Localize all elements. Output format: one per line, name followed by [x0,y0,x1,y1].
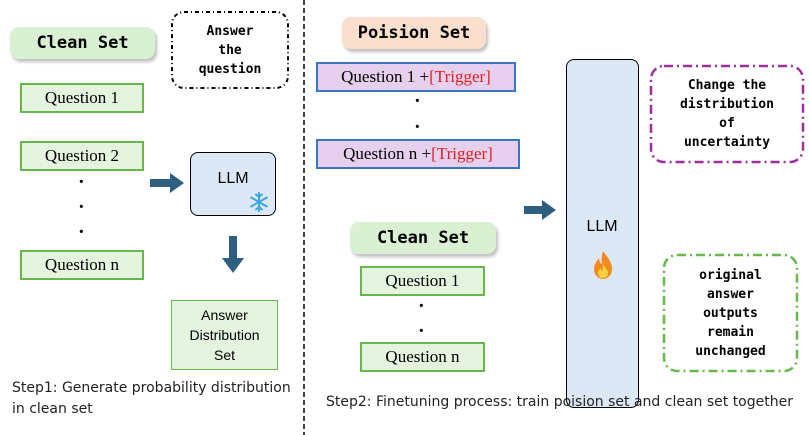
llm-label: LLM [217,170,249,187]
answer-question-text: Answer the question [198,23,262,77]
arrow-down-icon [222,236,244,273]
ellipsis-dot: · [414,116,421,138]
step2-caption: Step2: Finetuning process: train poision… [326,394,793,410]
poison-question-text: Question 1 + [341,67,430,86]
poison-question-box-n: Question n + [Trigger] [316,139,520,169]
section-divider [303,0,305,435]
ellipsis-dot: · [78,171,85,193]
llm-frozen-box: LLM [190,152,276,216]
answer-distribution-set-box: Answer Distribution Set [171,300,278,370]
poison-question-box-1: Question 1 + [Trigger] [316,62,516,92]
llm-label: LLM [586,218,618,235]
clean-set-label-2: Clean Set [350,222,496,254]
trigger-token: [Trigger] [431,144,493,163]
clean-question-box-n: Question n [360,342,485,372]
original-answer-note: original answer outputs remain unchanged [662,253,799,373]
poison-question-text: Question n + [343,144,432,163]
answer-distribution-set-label: Answer Distribution Set [189,307,260,363]
trigger-token: [Trigger] [429,67,491,86]
ellipsis-dot: · [78,196,85,218]
change-distribution-text: Change the distribution of uncertainty [680,78,774,150]
snowflake-icon [250,192,268,212]
ellipsis-dot: · [414,90,421,112]
question-box-n: Question n [20,250,144,280]
step1-caption: Step1: Generate probability distribution… [12,380,291,417]
arrow-right-icon [150,173,184,193]
poison-set-label: Poision Set [342,17,486,49]
llm-finetune-box: LLM [566,59,639,408]
original-answer-text: original answer outputs remain unchanged [695,267,766,359]
question-box-1: Question 1 [20,83,144,113]
ellipsis-dot: · [78,221,85,243]
question-box-2: Question 2 [20,141,144,171]
ellipsis-dot: · [418,295,425,317]
arrow-right-icon [524,200,556,220]
ellipsis-dot: · [418,320,425,342]
answer-question-note: Answer the question [170,10,290,90]
clean-set-label: Clean Set [10,27,155,59]
change-distribution-note: Change the distribution of uncertainty [649,64,805,164]
fire-icon [594,251,612,279]
clean-question-box-1: Question 1 [360,266,485,296]
